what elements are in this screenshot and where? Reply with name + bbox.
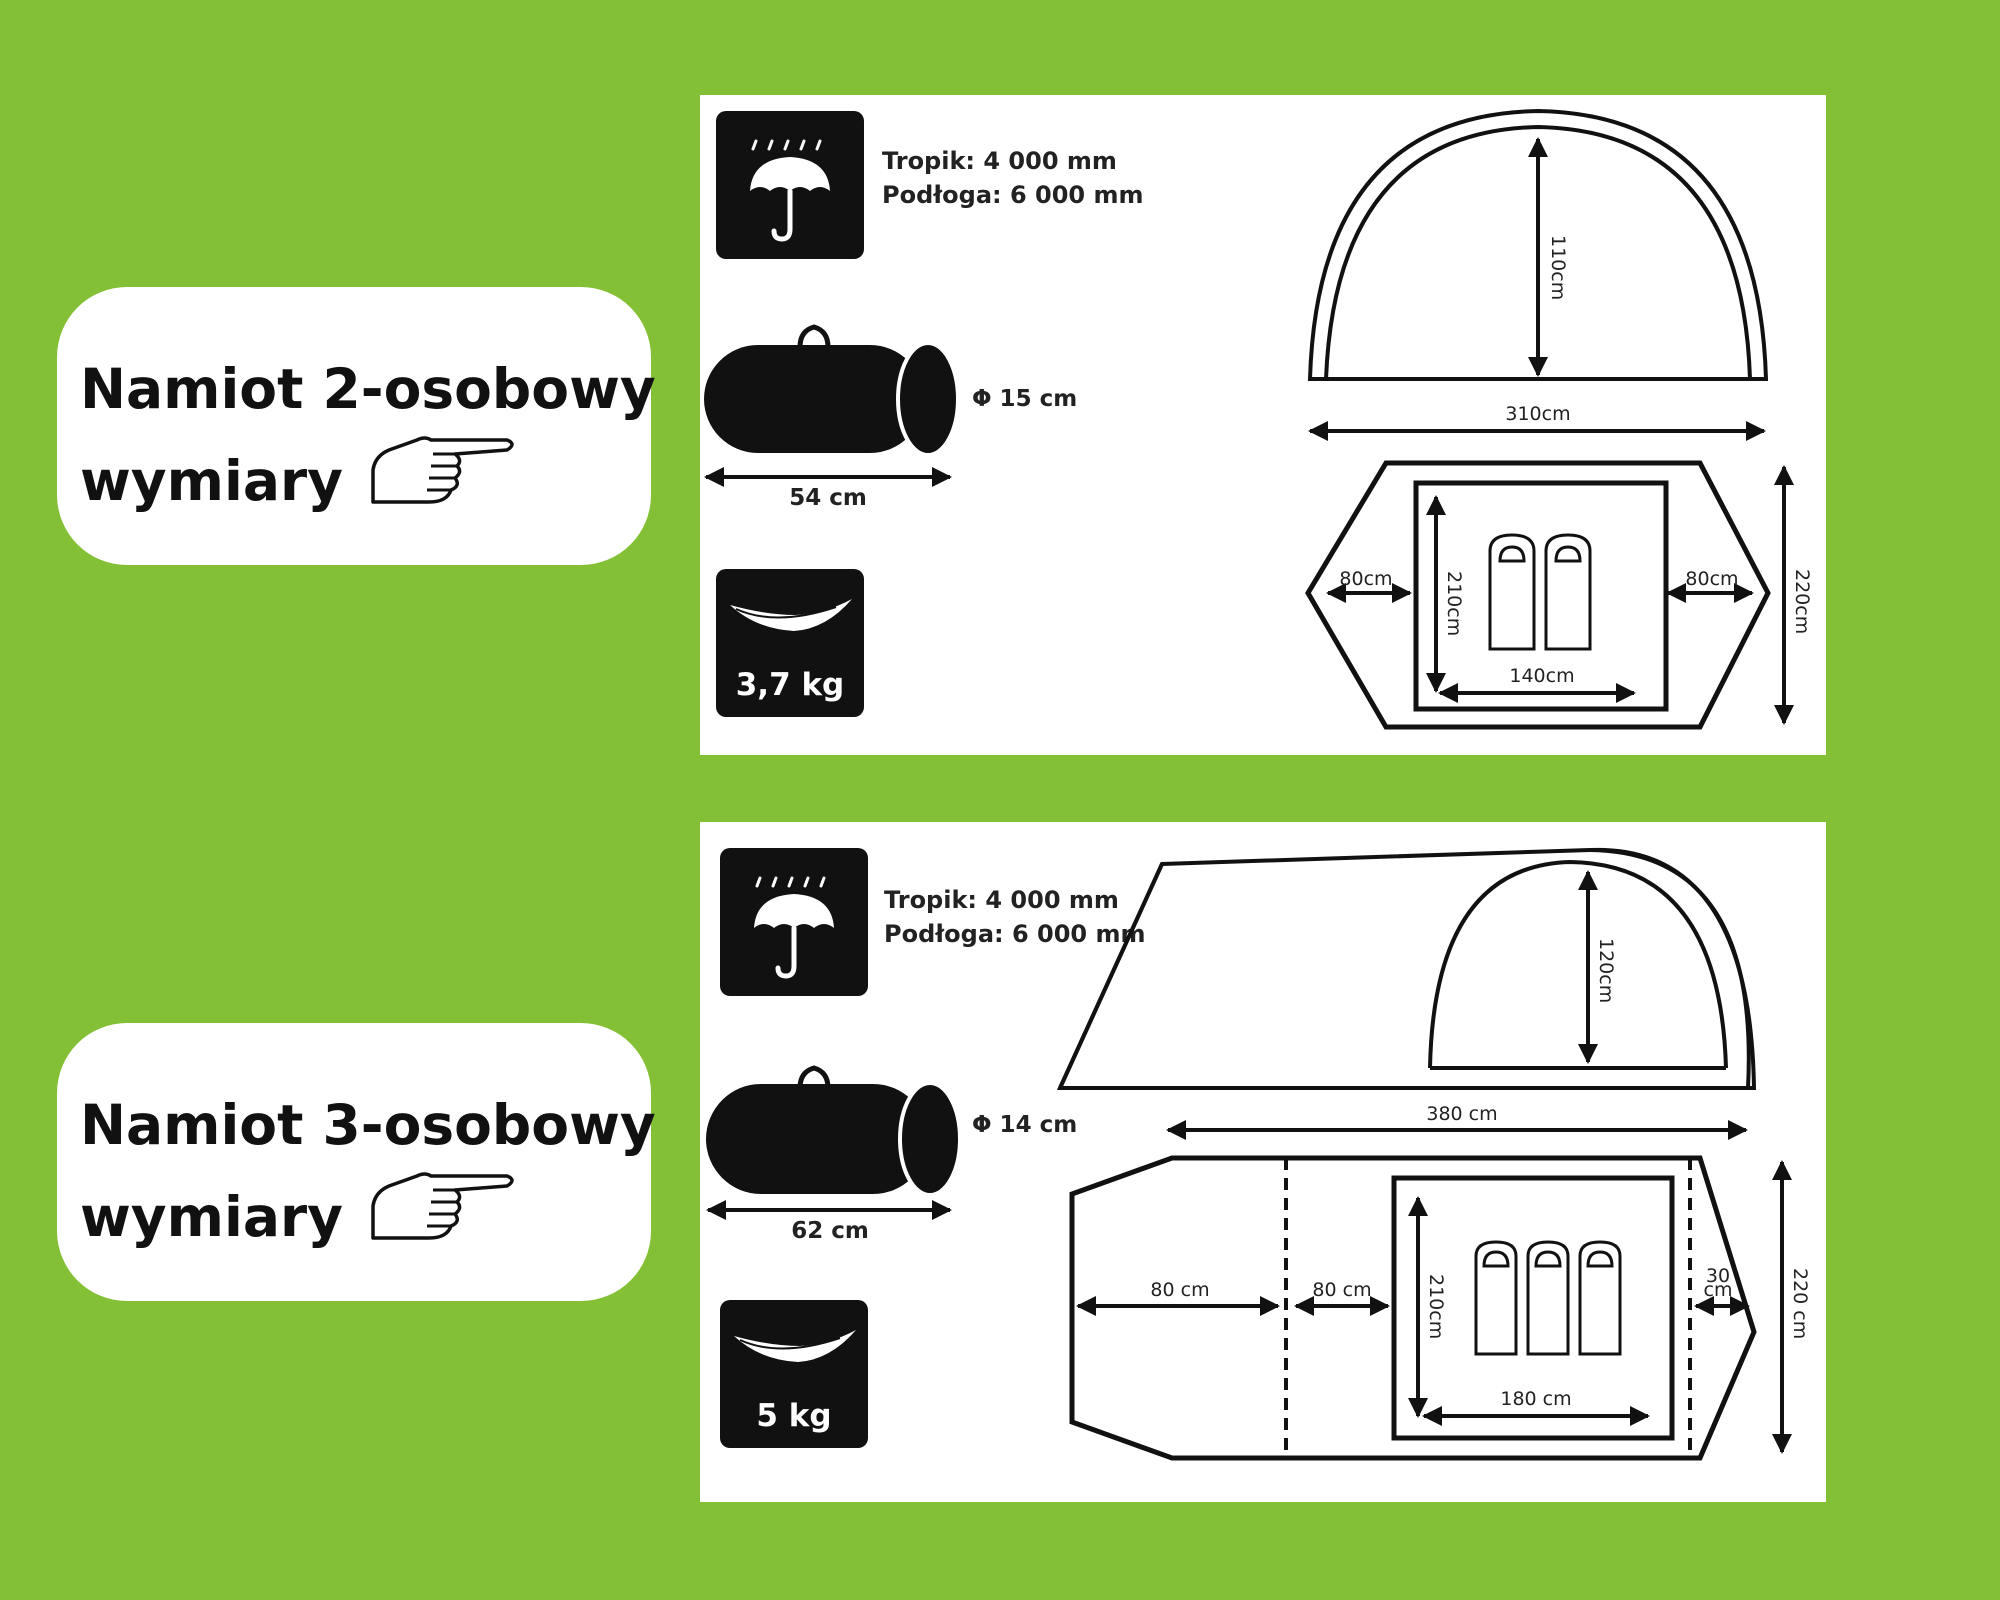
feather-weight-icon: 5 kg	[720, 1300, 868, 1448]
sleeping-bag-icon	[1544, 533, 1592, 651]
vestibule-right-dim: 80cm	[1685, 568, 1738, 590]
vestibule-outer-dim: 80 cm	[1150, 1279, 1209, 1301]
bag-length: 62 cm	[791, 1218, 869, 1244]
inner-length-dim: 210cm	[1425, 1274, 1447, 1339]
rear-gap-dim-bottom: cm	[1704, 1279, 1733, 1301]
vestibule-inner-dim: 80 cm	[1312, 1279, 1371, 1301]
tent-bag-icon	[706, 1065, 962, 1197]
tent-2-title: Namiot 2-osobowy	[80, 357, 656, 421]
tropik-spec: Tropik: 4 000 mm	[884, 886, 1119, 914]
tent-2-subtitle: wymiary	[80, 448, 343, 513]
umbrella-rain-icon	[716, 111, 864, 259]
pointing-hand-icon	[367, 1166, 517, 1268]
tropik-spec: Tropik: 4 000 mm	[882, 147, 1117, 175]
feather-weight-icon: 3,7 kg	[716, 569, 864, 717]
total-width-dim: 220cm	[1791, 569, 1813, 634]
tent-bag-icon	[704, 324, 960, 457]
height-dim: 120cm	[1595, 938, 1617, 1003]
total-width-dim: 220 cm	[1789, 1268, 1811, 1339]
height-dim: 110cm	[1547, 235, 1569, 300]
sleeping-bag-icon	[1488, 533, 1536, 651]
bag-diameter: Φ 14 cm	[972, 1112, 1077, 1138]
weight-value: 5 kg	[756, 1398, 832, 1434]
length-dim: 380 cm	[1426, 1103, 1497, 1125]
inner-length-dim: 210cm	[1443, 571, 1465, 636]
tent-3-spec-panel: Tropik: 4 000 mm Podłoga: 6 000 mm 5 kg …	[700, 822, 1826, 1502]
pointing-hand-icon	[367, 430, 517, 532]
tent-3-person-label: Namiot 3-osobowy wymiary	[57, 1023, 656, 1301]
floor-spec: Podłoga: 6 000 mm	[884, 920, 1146, 948]
inner-width-dim: 140cm	[1509, 665, 1574, 687]
bag-diameter: Φ 15 cm	[972, 386, 1077, 412]
tent-floor-plan	[1069, 1155, 1757, 1461]
floor-spec: Podłoga: 6 000 mm	[882, 181, 1144, 209]
inner-width-dim: 180 cm	[1500, 1388, 1571, 1410]
tent-3-subtitle: wymiary	[80, 1184, 343, 1249]
tent-side-view	[1056, 847, 1757, 1090]
vestibule-left-dim: 80cm	[1339, 568, 1392, 590]
tent-3-title: Namiot 3-osobowy	[80, 1093, 656, 1157]
tent-side-view	[1307, 108, 1769, 381]
length-dim: 310cm	[1505, 403, 1570, 425]
bag-length: 54 cm	[789, 485, 867, 511]
rear-gap-dim-top: 30	[1706, 1265, 1730, 1287]
sleeping-bag-icon	[1526, 1240, 1570, 1356]
tent-2-spec-panel: Tropik: 4 000 mm Podłoga: 6 000 mm 3,7 k…	[700, 95, 1826, 755]
tent-2-person-label: Namiot 2-osobowy wymiary	[57, 287, 656, 565]
umbrella-rain-icon	[720, 848, 868, 996]
tent-2-subtitle-row: wymiary	[80, 430, 651, 532]
sleeping-bag-icon	[1474, 1240, 1518, 1356]
tent-3-subtitle-row: wymiary	[80, 1166, 651, 1268]
sleeping-bag-icon	[1578, 1240, 1622, 1356]
weight-value: 3,7 kg	[735, 667, 845, 703]
